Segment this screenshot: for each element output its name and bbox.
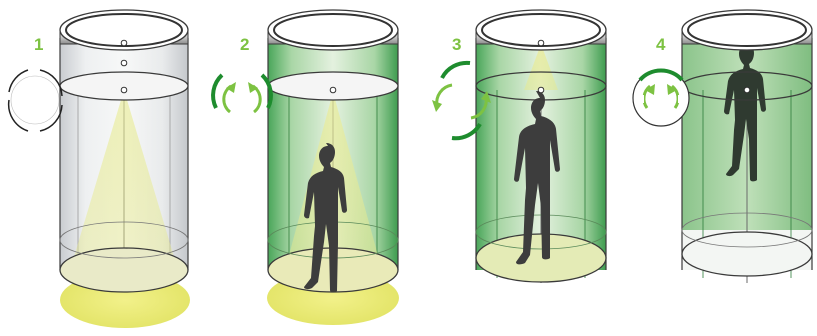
step-1: 1: [9, 10, 190, 328]
booth-floor: [476, 234, 606, 282]
step-number-1: 1: [34, 35, 43, 54]
rotation-indicator-icon: [9, 70, 62, 131]
booth-top-ring: [268, 10, 398, 50]
booth-floor: [682, 232, 812, 276]
rotation-indicator-icon: [633, 70, 689, 126]
step-4: 4: [633, 10, 812, 283]
step-number-2: 2: [240, 35, 249, 54]
booth-floor: [60, 248, 188, 292]
booth-top-ring: [682, 10, 812, 50]
rotation-indicator-icon: [213, 75, 271, 112]
step-number-3: 3: [452, 35, 461, 54]
step-3: 3: [432, 10, 606, 283]
step-2: 2: [213, 10, 399, 325]
step-number-4: 4: [656, 35, 666, 54]
